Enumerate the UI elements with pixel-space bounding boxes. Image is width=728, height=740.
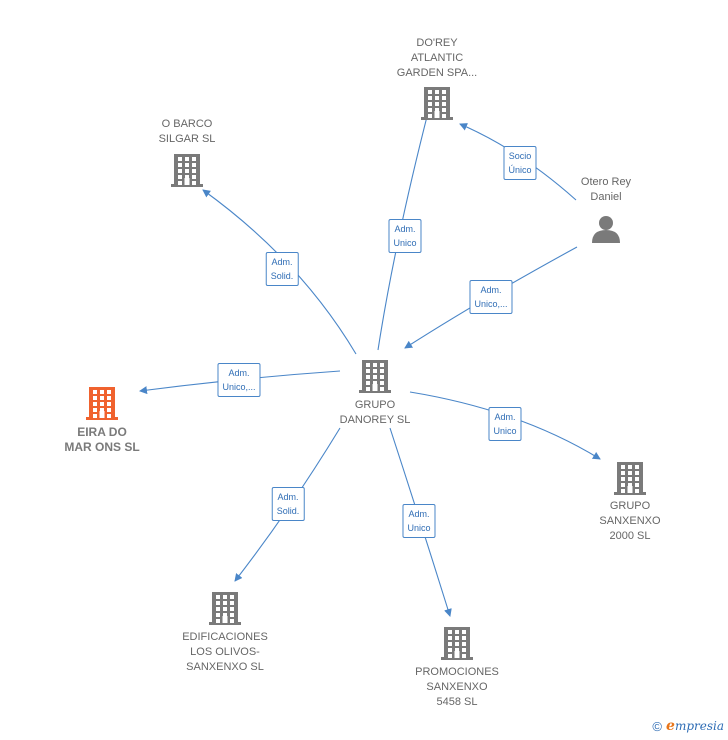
person-icon[interactable] — [592, 216, 620, 243]
node-label-eira[interactable]: EIRA DO MAR ONS SL — [64, 425, 140, 454]
building-icon[interactable] — [171, 154, 203, 187]
edge-label-e8[interactable]: Adm. Unico — [402, 504, 436, 538]
building-icon[interactable] — [421, 87, 453, 120]
edge-label-e2[interactable]: Adm. Solid. — [265, 252, 299, 286]
edge-label-e6[interactable]: Adm. Unico — [488, 407, 522, 441]
empresia-logo[interactable]: empresia — [666, 718, 724, 734]
edge-label-e7[interactable]: Adm. Solid. — [271, 487, 305, 521]
node-label-promociones[interactable]: PROMOCIONES SANXENXO 5458 SL — [415, 666, 499, 708]
edge-label-e1[interactable]: Adm. Unico — [388, 219, 422, 253]
building-icon[interactable] — [359, 360, 391, 393]
building-icon[interactable] — [86, 387, 118, 420]
copyright-symbol: © — [652, 718, 663, 734]
edge-label-e5[interactable]: Adm. Unico,... — [217, 363, 261, 397]
node-label-dorey[interactable]: DO'REY ATLANTIC GARDEN SPA... — [396, 37, 478, 79]
node-label-grupo-sanxenxo[interactable]: GRUPO SANXENXO 2000 SL — [599, 500, 661, 542]
edge-label-e3[interactable]: Socio Único — [503, 146, 537, 180]
node-label-grupo-danorey[interactable]: GRUPO DANOREY SL — [339, 399, 411, 426]
nodes — [86, 87, 646, 660]
building-icon[interactable] — [209, 592, 241, 625]
node-label-o-barco[interactable]: O BARCO SILGAR SL — [158, 118, 216, 145]
footer: © empresia — [652, 718, 724, 734]
node-label-edificaciones[interactable]: EDIFICACIONES LOS OLIVOS- SANXENXO SL — [182, 631, 268, 673]
building-icon[interactable] — [441, 627, 473, 660]
edge-label-e4[interactable]: Adm. Unico,... — [469, 280, 513, 314]
node-label-otero[interactable]: Otero Rey Daniel — [580, 176, 632, 203]
building-icon[interactable] — [614, 462, 646, 495]
